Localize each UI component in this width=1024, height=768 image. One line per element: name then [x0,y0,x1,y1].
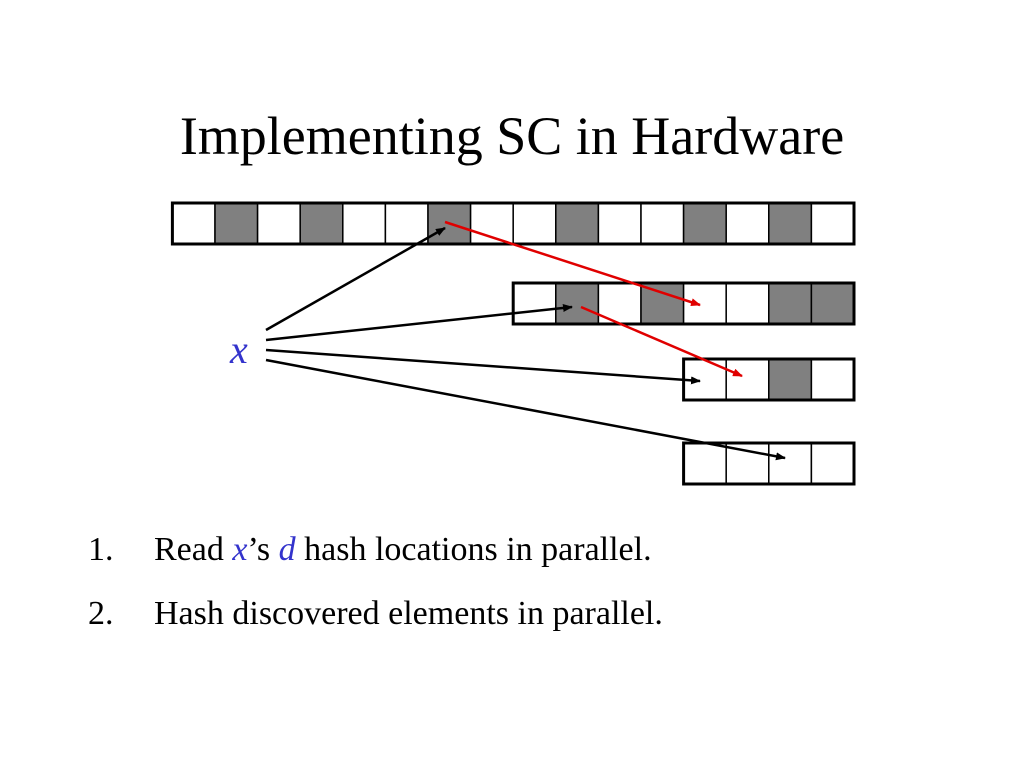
bullet-1-var-x: x [232,531,248,568]
arrow-x-to-table3 [265,348,701,385]
filled-cell [810,282,855,325]
empty-cell [597,202,642,245]
filled-cell [299,202,344,245]
filled-cell [768,282,813,325]
red-arrow-table1-to-table2 [444,220,701,307]
filled-cell [214,202,259,245]
arrow-x-to-table4 [265,358,786,461]
empty-cell [682,442,727,485]
arrow-x-to-table2 [265,303,573,342]
filled-cell [682,202,727,245]
bullet-1-number: 1. [88,531,114,568]
bullet-2: 2. Hash discovered elements in parallel. [88,592,663,636]
bullet-1-post: hash locations in parallel. [295,531,652,568]
empty-cell [171,202,216,245]
filled-cell [555,282,600,325]
hash-array-4 [682,441,856,486]
hash-array-1 [170,201,856,246]
bullet-2-text: Hash discovered elements in parallel. [154,595,663,632]
empty-cell [725,282,770,325]
bullet-1: 1. Read x’s d hash locations in parallel. [88,528,663,572]
empty-cell [342,202,387,245]
empty-cell [512,282,557,325]
bullet-1-var-d: d [278,531,296,568]
empty-cell [725,202,770,245]
hash-array-border [682,441,856,486]
arrow-x-to-table1 [265,226,446,332]
bullet-1-pre: Read [154,531,233,568]
empty-cell [725,358,770,401]
filled-cell [768,358,813,401]
bullet-list: 1. Read x’s d hash locations in parallel.… [88,528,663,656]
hash-array-3 [682,357,856,402]
empty-cell [810,358,855,401]
bullet-2-number: 2. [88,595,114,632]
bullet-1-mid: ’s [247,531,279,568]
empty-cell [256,202,301,245]
empty-cell [384,202,429,245]
hash-array-border [511,281,856,326]
empty-cell [640,202,685,245]
filled-cell [555,202,600,245]
slide-title: Implementing SC in Hardware [179,106,845,166]
empty-cell [810,442,855,485]
variable-x-label: x [230,327,248,372]
empty-cell [810,202,855,245]
empty-cell [682,282,727,325]
hash-array-2 [511,281,856,326]
empty-cell [768,442,813,485]
red-arrow-table2-to-table3 [580,305,743,378]
filled-cell [768,202,813,245]
empty-cell [512,202,557,245]
